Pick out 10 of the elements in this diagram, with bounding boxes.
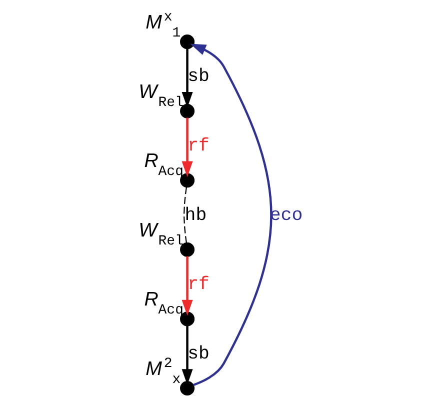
- edge-label: hb: [184, 206, 207, 226]
- node-label: W$_{Rel}$: [138, 80, 184, 111]
- edge-label: rf: [188, 136, 210, 157]
- edge-label: sb: [188, 67, 210, 88]
- edge-label: rf: [188, 275, 210, 296]
- node-label: R$_{Acq}$: [144, 288, 184, 319]
- node-label: R$_{Acq}$: [144, 150, 184, 180]
- node-label: W$_{Rel}$: [138, 219, 184, 250]
- edge-label: sb: [188, 344, 210, 364]
- edge-label: eco: [270, 206, 303, 226]
